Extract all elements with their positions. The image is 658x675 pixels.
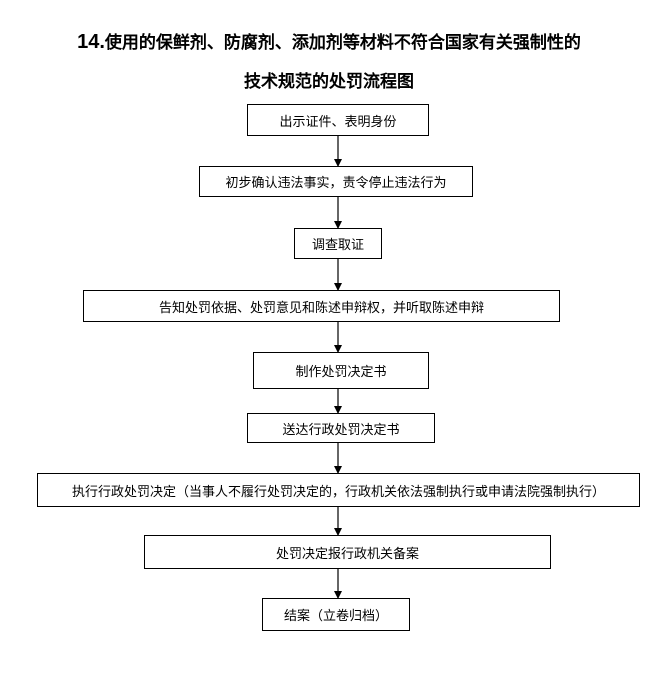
- flowchart-title-line2: 技术规范的处罚流程图: [244, 72, 414, 92]
- step-3-investigation: 调查取证: [294, 228, 382, 259]
- step-7-execute-decision: 执行行政处罚决定（当事人不履行处罚决定的，行政机关依法强制执行或申请法院强制执行…: [37, 473, 640, 507]
- flowchart-title-line1: 14.使用的保鲜剂、防腐剂、添加剂等材料不符合国家有关强制性的: [0, 28, 658, 54]
- step-9-close-case: 结案（立卷归档）: [262, 598, 410, 631]
- flowchart-title-text: 使用的保鲜剂、防腐剂、添加剂等材料不符合国家有关强制性的: [104, 33, 581, 53]
- step-8-file-for-record: 处罚决定报行政机关备案: [144, 535, 551, 569]
- step-2-confirm-violation: 初步确认违法事实，责令停止违法行为: [199, 166, 473, 197]
- flowchart-title-number: 14.: [77, 31, 105, 53]
- step-6-deliver-decision: 送达行政处罚决定书: [247, 413, 435, 443]
- step-1-show-credentials: 出示证件、表明身份: [247, 104, 429, 136]
- step-5-prepare-decision: 制作处罚决定书: [253, 352, 429, 389]
- step-4-notify-and-hear-defense: 告知处罚依据、处罚意见和陈述申辩权，并听取陈述申辩: [83, 290, 560, 322]
